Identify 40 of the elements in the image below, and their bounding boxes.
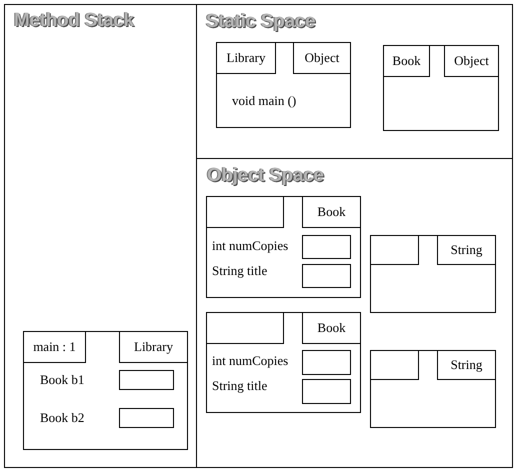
panel-title: Object Space	[207, 165, 324, 187]
field-label: String title	[212, 263, 268, 278]
value-field	[302, 235, 351, 259]
header-tab	[206, 196, 284, 228]
section-panel	[196, 158, 513, 468]
header-tab: Book	[302, 312, 361, 344]
value-field	[119, 370, 174, 390]
field-label: int numCopies	[212, 238, 288, 253]
value-field	[302, 264, 351, 288]
header-tab: Object	[293, 42, 351, 74]
header-tab	[370, 350, 419, 380]
object-box	[206, 312, 361, 413]
section-panel	[196, 4, 513, 159]
object-box	[370, 235, 496, 313]
field-label: Book b1	[40, 372, 84, 387]
header-tab	[370, 235, 419, 265]
header-tab: Library	[119, 331, 188, 363]
section-panel	[4, 4, 197, 468]
header-tab	[206, 312, 284, 344]
header-tab: Library	[216, 42, 276, 74]
header-tab: String	[437, 350, 496, 380]
class-box	[216, 42, 351, 128]
method-label: void main ()	[232, 93, 296, 108]
header-tab: Book	[383, 45, 430, 77]
field-label: Book b2	[40, 410, 84, 425]
object-box	[370, 350, 496, 428]
stack-frame-box	[23, 331, 188, 450]
value-field	[119, 408, 174, 428]
header-tab: Book	[302, 196, 361, 228]
field-label: int numCopies	[212, 353, 288, 368]
field-label: String title	[212, 378, 268, 393]
value-field	[302, 379, 351, 404]
panel-title: Method Stack	[14, 10, 134, 32]
header-tab: Object	[444, 45, 499, 77]
panel-title: Static Space	[206, 11, 316, 33]
value-field	[302, 350, 351, 375]
header-tab: String	[437, 235, 496, 265]
class-box	[383, 45, 499, 131]
object-box	[206, 196, 361, 298]
header-tab: main : 1	[23, 331, 86, 363]
